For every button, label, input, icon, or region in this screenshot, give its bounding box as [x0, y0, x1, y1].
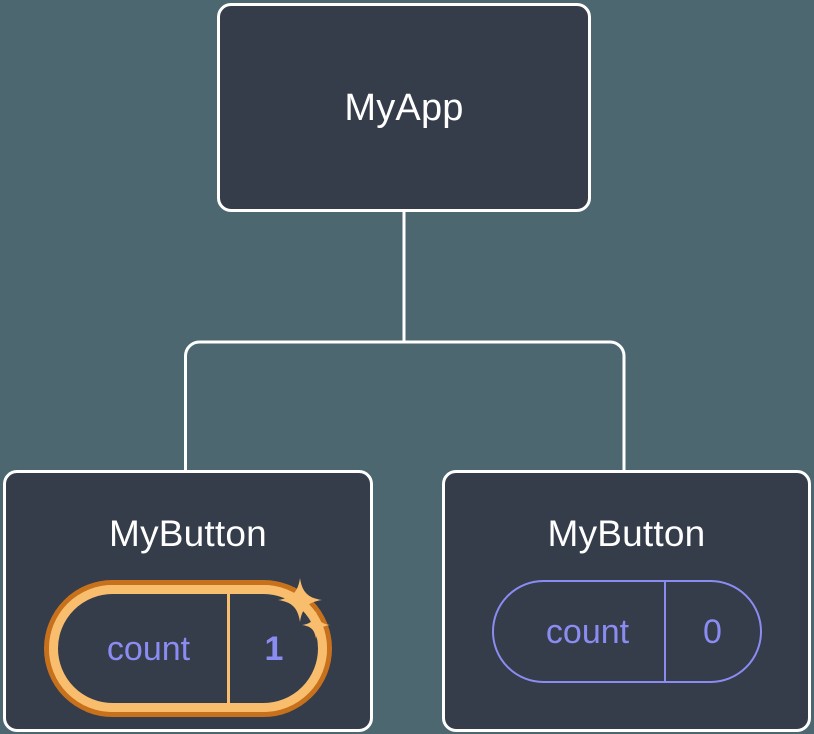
- state-chip[interactable]: count 0: [491, 580, 762, 683]
- state-chip-highlighted[interactable]: count 1: [44, 578, 332, 717]
- state-chip-body: count 1: [49, 585, 327, 712]
- state-chip-body: count 0: [491, 580, 762, 683]
- state-chip-ring: count 1: [44, 580, 332, 717]
- state-key: count: [494, 582, 666, 681]
- state-value: 0: [703, 612, 722, 651]
- state-key: count: [58, 594, 230, 703]
- node-title: MyApp: [344, 86, 464, 129]
- node-title: MyButton: [109, 513, 267, 554]
- node-title: MyButton: [547, 513, 706, 554]
- node-myapp[interactable]: MyApp: [217, 3, 591, 212]
- state-value: 1: [264, 629, 284, 668]
- node-mybutton-right[interactable]: MyButton count 0: [442, 470, 811, 732]
- node-mybutton-left[interactable]: MyButton count 1: [3, 470, 373, 732]
